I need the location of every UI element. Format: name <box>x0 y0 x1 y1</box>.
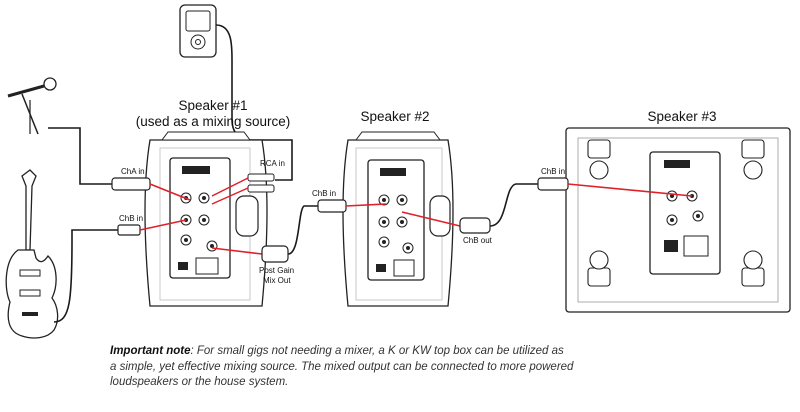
important-note-line1: : For small gigs not needing a mixer, a … <box>190 345 564 357</box>
rca-in-cable <box>211 173 275 205</box>
chb-out-cable <box>401 183 538 234</box>
rca-in-label: RCA in <box>260 159 285 168</box>
important-note-label: Important note <box>110 345 191 357</box>
chb-in-label-2: ChB in <box>312 189 336 198</box>
chb-in-cable-1 <box>117 219 187 236</box>
post-gain-mix-out-cable <box>211 205 318 263</box>
chb-in-cable-2 <box>317 199 387 213</box>
chb-out-label: ChB out <box>463 236 493 245</box>
important-note-line3: loudspeakers or the house system. <box>110 376 289 388</box>
chb-in-label-1: ChB in <box>119 214 143 223</box>
guitar-icon <box>5 169 118 339</box>
speaker3-title: Speaker #3 <box>647 109 716 124</box>
microphone-icon <box>7 77 112 185</box>
speaker-icon <box>144 131 268 307</box>
post-gain-label-2: Mix Out <box>263 276 291 285</box>
post-gain-label-1: Post Gain <box>259 266 294 275</box>
cha-in-cable <box>111 177 191 201</box>
chb-in-cable-3 <box>537 177 693 197</box>
subwoofer-icon <box>565 127 791 313</box>
chb-in-label-3: ChB in <box>541 167 565 176</box>
speaker-icon <box>342 131 454 307</box>
speaker2-title: Speaker #2 <box>360 109 429 124</box>
cha-in-label: ChA in <box>121 167 145 176</box>
important-note: Important note: For small gigs not needi… <box>110 344 650 391</box>
important-note-line2: a simple, yet effective mixing source. T… <box>110 360 574 373</box>
speaker1-subtitle: (used as a mixing source) <box>136 114 291 129</box>
speaker1-title: Speaker #1 <box>178 98 247 113</box>
